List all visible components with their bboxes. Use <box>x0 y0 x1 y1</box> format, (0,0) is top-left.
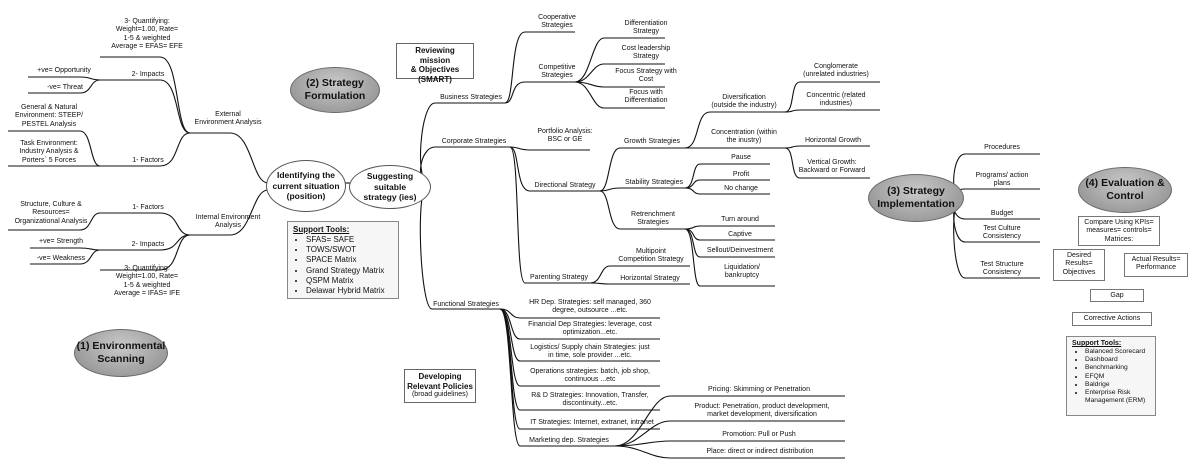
strength-label: +ve= Strength <box>39 238 83 245</box>
stage-strategy-formulation: (2) Strategy Formulation <box>290 67 380 113</box>
developing-policies-subtitle: (broad guidelines) <box>411 391 469 399</box>
diversification-label: Diversification (outside the industry) <box>711 94 777 110</box>
conglomerate-label: Conglomerate (unrelated industries) <box>803 63 869 79</box>
programs-label: Programs/ action plans <box>975 172 1029 188</box>
evaluation-tools-header: Support Tools: <box>1072 340 1122 347</box>
reviewing-mission-box: Reviewing mission & Objectives (SMART) <box>396 43 474 84</box>
competitive-strategies-label: Competitive Strategies <box>538 64 576 80</box>
procedures-label: Procedures <box>984 144 1020 151</box>
hub-suggesting-strategies: Suggesting suitable strategy (ies) <box>349 165 431 209</box>
developing-policies-box: Developing Relevant Policies (broad guid… <box>404 369 476 403</box>
tool-item: Grand Strategy Matrix <box>306 266 393 276</box>
product-label: Product: Penetration, product developmen… <box>694 403 830 419</box>
selloff-label: Sellout/Deinvestment <box>706 247 774 254</box>
horizontal-strategy-label: Horizontal Strategy <box>620 275 680 282</box>
tool-item: Dashboard <box>1085 356 1150 364</box>
evaluation-support-tools: Support Tools: Balanced Scorecard Dashbo… <box>1066 336 1156 416</box>
concentration-label: Concentration (within the inustry) <box>711 129 777 145</box>
tool-item: Delawar Hybrid Matrix <box>306 286 393 296</box>
liquidation-label: Liquidation/ bankruptcy <box>724 264 760 280</box>
test-structure-label: Test Structure Consistency <box>980 261 1024 277</box>
tool-item: Benchmarking <box>1085 364 1150 372</box>
vertical-growth-label: Vertical Growth: Backward or Forward <box>798 159 866 175</box>
turn-around-label: Turn around <box>721 216 759 223</box>
gap-box: Gap <box>1090 289 1144 302</box>
cost-leadership-label: Cost leadership Strategy <box>621 45 671 61</box>
general-environment-label: General & Natural Environment: STEEP/ PE… <box>14 104 84 128</box>
place-label: Place: direct or indirect distribution <box>706 448 814 455</box>
task-environment-label: Task Environment: Industry Analysis & Po… <box>19 140 79 164</box>
corporate-strategies-label: Corporate Strategies <box>441 138 507 145</box>
rd-strategies-label: R& D Strategies: Innovation, Transfer, d… <box>531 392 649 408</box>
hub-identifying-situation: Identifying the current situation (posit… <box>266 160 346 212</box>
financial-strategies-label: Financial Dep Strategies: leverage, cost… <box>528 321 652 337</box>
promotion-label: Promotion: Pull or Push <box>722 431 796 438</box>
logistics-strategies-label: Logistics/ Supply chain Strategies: just… <box>530 344 650 360</box>
desired-results-box: Desired Results= Objectives <box>1053 249 1105 281</box>
it-strategies-label: IT Strategies: Internet, extranet, intra… <box>530 419 654 426</box>
formulation-support-tools: Support Tools: SFAS= SAFE TOWS/SWOT SPAC… <box>287 221 399 299</box>
ext-impacts-label: 2- Impacts <box>131 71 165 78</box>
external-analysis-label: External Environment Analysis <box>194 111 262 127</box>
stage-strategy-implementation: (3) Strategy Implementation <box>868 174 964 222</box>
tool-item: QSPM Matrix <box>306 276 393 286</box>
threat-label: -ve= Threat <box>47 84 83 91</box>
int-impacts-label: 2- Impacts <box>131 241 165 248</box>
functional-strategies-label: Functional Strategies <box>433 301 499 308</box>
parenting-strategy-label: Parenting Strategy <box>530 274 588 281</box>
tool-item: TOWS/SWOT <box>306 245 393 255</box>
profit-label: Profit <box>732 171 750 178</box>
horizontal-growth-label: Horizontal Growth <box>804 137 862 144</box>
opportunity-label: +ve= Opportunity <box>37 67 91 74</box>
retrenchment-strategies-label: Retrenchment Strategies <box>631 211 675 227</box>
focus-cost-label: Focus Strategy with Cost <box>615 68 677 84</box>
no-change-label: No change <box>724 185 758 192</box>
reviewing-mission-title: Reviewing mission & Objectives (SMART) <box>410 46 460 84</box>
captive-label: Captive <box>728 231 752 238</box>
multipoint-label: Multipoint Competition Strategy <box>618 248 684 264</box>
focus-differentiation-label: Focus with Differentiation <box>624 89 668 105</box>
budget-label: Budget <box>990 210 1014 217</box>
internal-analysis-label: Internal Environment Analysis <box>195 214 261 230</box>
concentric-label: Concentric (related industries) <box>806 92 866 108</box>
ext-factors-label: 1- Factors <box>132 157 164 164</box>
stability-strategies-label: Stability Strategies <box>625 179 683 186</box>
business-strategies-label: Business Strategies <box>440 94 502 101</box>
pause-label: Pause <box>731 154 751 161</box>
stage-evaluation-control: (4) Evaluation & Control <box>1078 167 1172 213</box>
structure-culture-label: Structure, Culture & Resources= Organiza… <box>14 201 88 225</box>
tool-item: SPACE Matrix <box>306 255 393 265</box>
operations-strategies-label: Operations strategies: batch, job shop, … <box>530 368 650 384</box>
differentiation-label: Differentiation Strategy <box>624 20 668 36</box>
tool-item: SFAS= SAFE <box>306 235 393 245</box>
tool-item: Balanced Scorecard <box>1085 348 1150 356</box>
weakness-label: -ve= Weakness <box>36 255 86 262</box>
stage-environmental-scanning: (1) Environmental Scanning <box>74 329 168 377</box>
developing-policies-title: Developing Relevant Policies <box>407 372 473 391</box>
hr-strategies-label: HR Dep. Strategies: self managed, 360 de… <box>529 299 651 315</box>
growth-strategies-label: Growth Strategies <box>623 138 681 145</box>
formulation-tools-header: Support Tools: <box>293 225 350 234</box>
tool-item: Baldrige <box>1085 381 1150 389</box>
cooperative-strategies-label: Cooperative Strategies <box>538 14 576 30</box>
compare-kpis-box: Compare Using KPIs= measures= controls= … <box>1078 216 1160 246</box>
corrective-actions-box: Corrective Actions <box>1072 312 1152 326</box>
tool-item: Enterprise Risk Management (ERM) <box>1085 389 1150 405</box>
directional-strategy-label: Directional Strategy <box>534 182 596 189</box>
test-culture-label: Test Culture Consistency <box>982 225 1022 241</box>
marketing-strategies-label: Marketing dep. Strategies <box>529 437 609 444</box>
pricing-label: Pricing: Skimming or Penetration <box>708 386 810 393</box>
actual-results-box: Actual Results= Performance <box>1124 253 1188 277</box>
int-quantifying-label: 3- Quantifying: Weight=1.00, Rate= 1-5 &… <box>113 265 181 297</box>
ext-quantifying-label: 3- Quantifying: Weight=1.00, Rate= 1-5 &… <box>111 18 183 50</box>
tool-item: EFQM <box>1085 373 1150 381</box>
portfolio-analysis-label: Portfolio Analysis: BSC or GE <box>537 128 593 144</box>
int-factors-label: 1- Factors <box>132 204 164 211</box>
